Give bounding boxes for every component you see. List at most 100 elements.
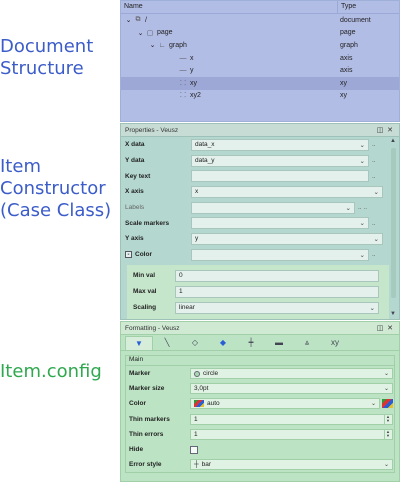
property-label: Labels (125, 204, 145, 212)
label-line: (Case Class) (0, 200, 112, 221)
float-icon[interactable]: ◫ (376, 325, 384, 332)
expand-chevron-icon[interactable]: ⌄ (137, 29, 144, 37)
chevron-down-icon[interactable]: ⌄ (359, 141, 365, 149)
error-bar-icon[interactable]: ┿ (248, 338, 254, 347)
marker-border-icon[interactable]: ◇ (191, 338, 199, 347)
chevron-down-icon[interactable]: ⌄ (370, 401, 376, 408)
property-select[interactable]: x⌄ (191, 185, 383, 198)
subproperty-select[interactable]: linear ⌄ (175, 301, 379, 314)
more-options-button[interactable]: .. .. (358, 204, 368, 212)
property-label-cell: X data (125, 141, 191, 148)
more-options-button[interactable]: .. (372, 157, 376, 165)
chevron-down-icon[interactable]: ⌄ (345, 204, 351, 212)
property-input[interactable] (191, 170, 369, 183)
format-label: Marker (129, 370, 151, 378)
property-value: data_y (195, 157, 215, 165)
spin-arrows-icon[interactable]: ▲▼ (384, 429, 391, 439)
property-select[interactable]: ⌄ (191, 248, 369, 261)
collapse-icon[interactable]: - (125, 251, 132, 259)
chevron-down-icon[interactable]: ⌄ (383, 462, 389, 469)
float-icon[interactable]: ◫ (376, 127, 384, 134)
scroll-down-icon[interactable]: ▼ (390, 311, 396, 317)
type-column-header[interactable]: Type (337, 1, 399, 13)
more-options-button[interactable]: .. (372, 219, 376, 227)
format-row: Marker size 3,0pt ⌄ (126, 381, 394, 396)
format-value: 3,0pt (194, 385, 209, 393)
more-options-button[interactable]: .. (372, 251, 376, 259)
chevron-down-icon[interactable]: ⌄ (359, 157, 365, 165)
more-options-button[interactable]: .. (372, 172, 376, 180)
marker-fill-icon[interactable]: ◆ (219, 338, 227, 347)
chevron-down-icon[interactable]: ⌄ (383, 386, 389, 393)
chevron-down-icon[interactable]: ⌄ (359, 251, 365, 259)
tree-row[interactable]: ⌄⧉/document (121, 14, 399, 27)
subproperty-input[interactable]: 0 (175, 269, 379, 282)
chevron-down-icon[interactable]: ⌄ (373, 235, 379, 243)
chevron-down-icon[interactable]: ⌄ (359, 220, 365, 228)
subproperty-value: linear (179, 304, 195, 311)
graph-icon: ∟ (158, 41, 166, 49)
tree-item-type: document (340, 16, 371, 24)
property-label: Color (135, 250, 152, 258)
chevron-down-icon[interactable]: ⌄ (373, 188, 379, 196)
pages-icon: ⧉ (135, 16, 141, 24)
close-icon[interactable]: ✕ (387, 127, 393, 134)
format-value: bar (201, 461, 212, 469)
fill-above-icon[interactable]: ⩓ (304, 337, 310, 347)
formatting-title-bar: Formatting - Veusz ◫ ✕ (121, 322, 399, 335)
property-select[interactable]: data_y ⌄ (191, 154, 369, 167)
chevron-down-icon[interactable]: ⌄ (383, 371, 389, 378)
format-select[interactable]: ┼bar ⌄ (190, 459, 393, 471)
fill-below-icon[interactable]: ▬ (275, 338, 283, 347)
formatting-title: Formatting - Veusz (125, 324, 180, 332)
hide-checkbox[interactable] (190, 445, 198, 454)
property-select[interactable]: ⌄ (191, 201, 355, 214)
main-format-icon[interactable]: ▼ (125, 335, 153, 350)
format-spinbox[interactable]: 1▲▼ (190, 413, 393, 425)
format-select[interactable]: auto ⌄ (190, 398, 380, 410)
scroll-thumb[interactable] (391, 148, 396, 298)
expand-chevron-icon[interactable]: ⌄ (125, 17, 132, 25)
label-line: Item (0, 156, 41, 177)
property-label-cell: Labels (125, 204, 191, 211)
xy-icon: ⸬ (180, 79, 186, 87)
expand-chevron-icon[interactable]: ⌄ (149, 42, 156, 50)
chevron-down-icon[interactable]: ⌄ (369, 304, 375, 312)
spin-arrows-icon[interactable]: ▲▼ (384, 414, 391, 424)
color-picker-button[interactable] (382, 399, 393, 409)
error-bar-icon: ┼ (194, 461, 199, 469)
property-select[interactable]: ⌄ (191, 217, 369, 230)
property-select[interactable]: data_x⌄ (191, 138, 369, 151)
format-spinbox[interactable]: 1▲▼ (190, 428, 393, 440)
properties-title: Properties - Veusz (125, 126, 179, 134)
properties-scrollbar[interactable]: ▲ ▼ (389, 138, 398, 317)
name-column-header[interactable]: Name (124, 3, 143, 10)
format-select[interactable]: 3,0pt ⌄ (190, 383, 393, 395)
scroll-up-icon[interactable]: ▲ (390, 138, 396, 144)
format-label: Marker size (129, 385, 165, 393)
format-value: auto (207, 400, 220, 408)
xy-icon: ⸬ (180, 92, 186, 100)
format-select[interactable]: circle⌄ (190, 368, 393, 380)
property-select[interactable]: y⌄ (191, 232, 383, 245)
plot-line-icon[interactable]: ╲ (164, 338, 170, 347)
subproperty-input[interactable]: 1 (175, 285, 379, 298)
label-icon[interactable]: xy (331, 338, 339, 347)
more-options-button[interactable]: .. (372, 141, 376, 149)
close-icon[interactable]: ✕ (387, 325, 393, 332)
color-swatch-icon (194, 400, 204, 408)
